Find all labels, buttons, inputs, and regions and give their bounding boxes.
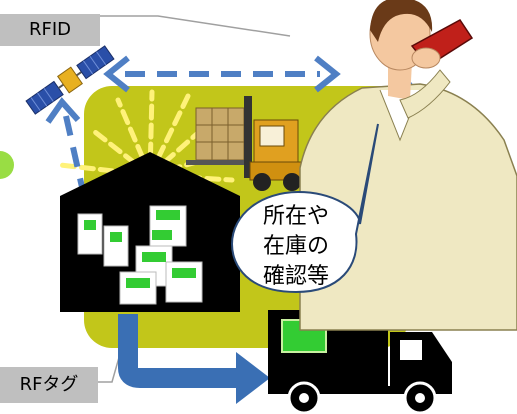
warehouse-icon (60, 152, 240, 312)
rfid-label: RFID (0, 14, 100, 46)
truck-icon (268, 310, 452, 414)
woman-with-phone-icon (299, 0, 517, 331)
forklift-icon (186, 96, 305, 191)
speech-bubble-line-1: 所在や (262, 204, 329, 229)
speech-bubble (230, 123, 379, 294)
flow-arrow-head (236, 352, 270, 404)
lime-circle-decoration (0, 151, 14, 179)
rfid-leader-line (100, 15, 291, 37)
speech-bubble-line-3: 確認等 (262, 264, 329, 289)
speech-bubble-text: 所在や 在庫の 確認等 (243, 202, 349, 292)
speech-bubble-line-2: 在庫の (262, 234, 329, 259)
satellite-icon (25, 45, 115, 115)
rf-tag-label: RFタグ (0, 367, 98, 403)
flow-arrow (118, 314, 238, 388)
